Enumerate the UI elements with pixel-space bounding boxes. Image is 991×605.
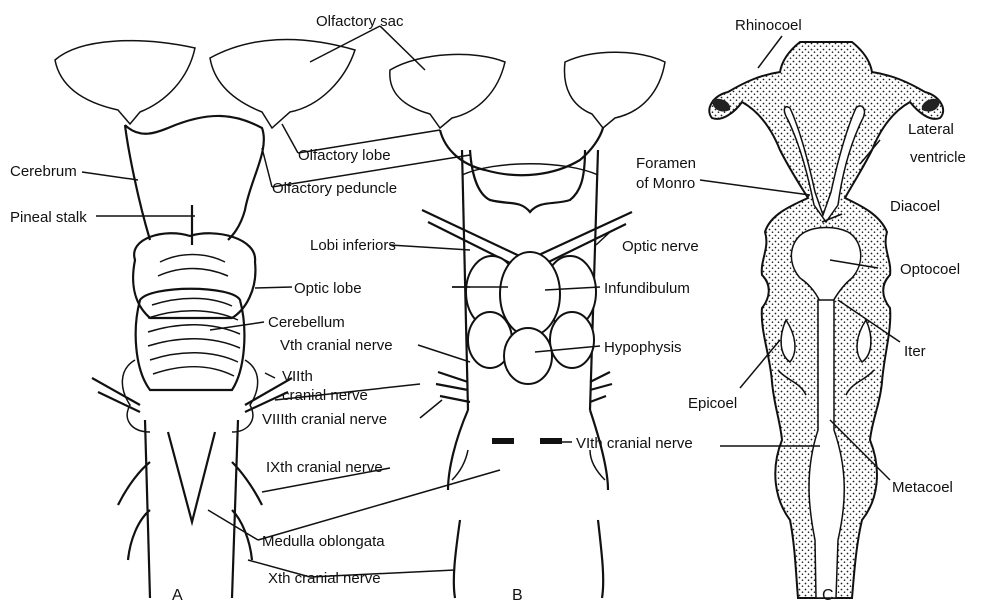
label-metacoel: Metacoel — [892, 479, 953, 496]
label-pineal-stalk: Pineal stalk — [10, 209, 87, 226]
label-olfactory-sac: Olfactory sac — [316, 13, 404, 30]
label-foramen-line2: of Monro — [636, 175, 695, 192]
label-vth-cranial-nerve: Vth cranial nerve — [280, 337, 393, 354]
label-rhinocoel: Rhinocoel — [735, 17, 802, 34]
label-cerebrum: Cerebrum — [10, 163, 77, 180]
label-lateral-line1: Lateral — [908, 121, 954, 138]
label-optic-nerve: Optic nerve — [622, 238, 699, 255]
label-medulla-oblongata: Medulla oblongata — [262, 533, 385, 550]
label-lateral-line2: ventricle — [910, 149, 966, 166]
label-viith-line2: cranial nerve — [282, 387, 368, 404]
label-ixth-cranial-nerve: IXth cranial nerve — [266, 459, 383, 476]
label-xth-cranial-nerve: Xth cranial nerve — [268, 570, 381, 587]
label-infundibulum: Infundibulum — [604, 280, 690, 297]
cerebrum-a — [125, 116, 264, 240]
panel-label-a: A — [172, 587, 183, 600]
label-foramen-line1: Foramen — [636, 155, 696, 172]
label-olfactory-lobe: Olfactory lobe — [298, 147, 391, 164]
label-epicoel: Epicoel — [688, 395, 737, 412]
olfactory-sac-b-right — [564, 52, 665, 128]
olfactory-sac-a-right — [210, 40, 355, 128]
hypophysis-shape — [504, 328, 552, 384]
infundibulum-shape — [500, 252, 560, 336]
label-hypophysis: Hypophysis — [604, 339, 682, 356]
label-viith-line1: VIIth — [282, 368, 313, 385]
panel-label-c: C — [822, 587, 834, 600]
label-optic-lobe: Optic lobe — [294, 280, 362, 297]
olfactory-sac-b-left — [390, 54, 505, 128]
label-lobi-inferiors: Lobi inferiors — [310, 237, 396, 254]
label-viiith-cranial-nerve: VIIIth cranial nerve — [262, 411, 387, 428]
optic-lobe-a — [133, 233, 255, 318]
label-vith-cranial-nerve: VIth cranial nerve — [576, 435, 693, 452]
cerebellum-a — [136, 255, 245, 391]
brain-b — [390, 52, 665, 598]
label-diacoel: Diacoel — [890, 198, 940, 215]
label-iter: Iter — [904, 343, 926, 360]
panel-labels: A B C — [172, 587, 834, 600]
label-olfactory-peduncle: Olfactory peduncle — [272, 180, 397, 197]
medulla-a — [145, 420, 238, 598]
label-cerebellum: Cerebellum — [268, 314, 345, 331]
olfactory-sac-a-left — [55, 41, 195, 124]
label-optocoel: Optocoel — [900, 261, 960, 278]
panel-label-b: B — [512, 587, 523, 600]
